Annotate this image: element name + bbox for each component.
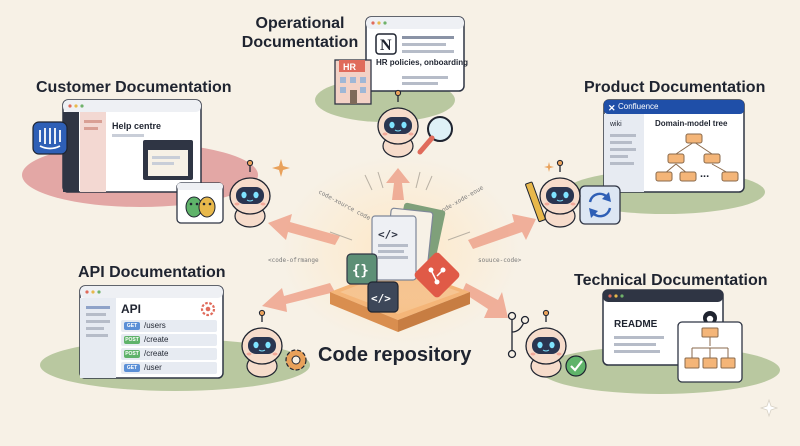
arrow-to-technical (462, 283, 508, 318)
api-endpoint-row: GET/users (121, 320, 217, 332)
customer-help-window (62, 99, 202, 193)
api-endpoint-path: /create (144, 349, 169, 358)
api-method-badge: POST (124, 350, 140, 358)
robot-customer (229, 159, 271, 228)
svg-text:{}: {} (352, 263, 369, 279)
api-endpoint-row: GET/user (121, 362, 217, 374)
git-branch-icon (507, 311, 530, 359)
robot-assistants (229, 89, 581, 378)
magnifier-icon (417, 116, 453, 155)
confluence-app-name: Confluence (618, 102, 659, 111)
api-method-badge: GET (124, 322, 140, 330)
api-endpoint-path: /create (144, 335, 169, 344)
hr-building-sign: HR (343, 62, 356, 72)
hr-building: HR (334, 59, 372, 105)
pencil-icon (525, 181, 546, 223)
confluence-window: ✕ (603, 99, 745, 193)
operational-window: N (365, 16, 465, 92)
code-tag-file-icon (367, 281, 399, 313)
gear-icon (285, 349, 307, 371)
robot-operational (377, 89, 419, 158)
api-method-badge: GET (124, 364, 140, 372)
robot-technical (525, 309, 567, 378)
arrow-to-api (262, 283, 335, 312)
operational-doc-text: HR policies, onboarding (376, 58, 469, 67)
svg-text:</>: </> (378, 228, 398, 241)
operational-documentation-title: Operational Documentation (241, 15, 359, 51)
braces-file-icon (346, 253, 378, 285)
arrow-to-customer (268, 214, 340, 245)
api-method-badge: POST (124, 336, 140, 344)
notion-app-icon (375, 33, 397, 55)
code-repository-title: Code repository (318, 344, 472, 366)
product-documentation-title: Product Documentation (584, 79, 766, 96)
arrow-to-product (468, 214, 536, 249)
theater-masks-icon (176, 182, 224, 224)
domain-model-tree (655, 133, 739, 182)
operational-app-glyph: N (380, 37, 392, 54)
product-tree-ellipsis: ... (700, 168, 710, 180)
check-icon (565, 355, 587, 377)
readme-heading: README (614, 319, 658, 330)
intercom-chat-icon (32, 121, 68, 155)
architecture-diagram-card (677, 321, 743, 383)
code-snippet-right: souuce-code> (478, 257, 522, 264)
api-endpoint-row: POST/create (121, 334, 217, 346)
api-endpoint-path: /user (144, 363, 162, 372)
customer-help-heading: Help centre (112, 121, 162, 131)
api-endpoint-path: /users (144, 321, 166, 330)
product-domain-heading: Domain-model tree (655, 119, 728, 128)
robot-api (241, 309, 283, 378)
api-settings-gear-icon (200, 301, 216, 317)
repository-files: </> {} </> (346, 202, 460, 313)
technical-documentation-title: Technical Documentation (574, 272, 768, 289)
connection-arrows (262, 168, 536, 318)
arrow-to-operational (386, 168, 410, 200)
api-documentation-title: API Documentation (78, 264, 226, 281)
code-snippet-left: <code-ofrmange (268, 257, 319, 264)
api-endpoint-row: POST/create (121, 348, 217, 360)
code-stream-lines (329, 171, 471, 241)
api-window-heading: API (121, 302, 142, 316)
sync-icon (579, 185, 621, 225)
svg-text:</>: </> (371, 292, 391, 305)
product-wiki-label: wiki (610, 121, 622, 128)
customer-documentation-title: Customer Documentation (36, 79, 232, 96)
robot-product (539, 159, 581, 228)
confluence-logo-icon: ✕ (608, 103, 616, 113)
